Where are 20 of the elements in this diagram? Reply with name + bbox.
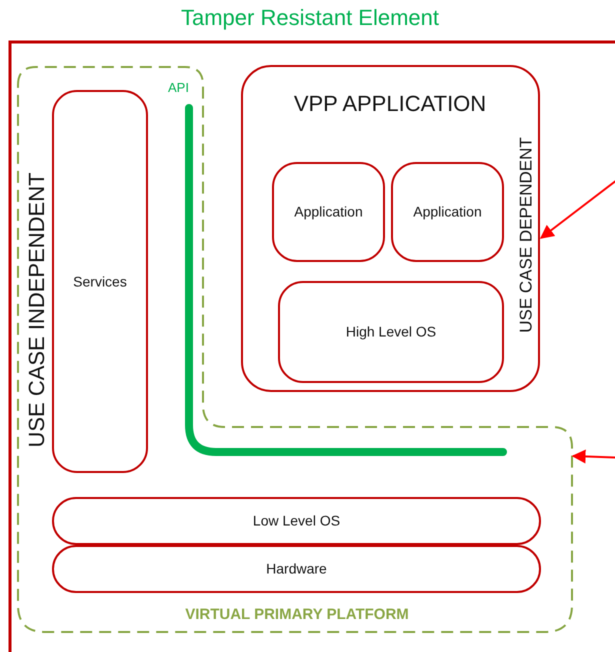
vertical-label: USE CASE INDEPENDENT: [24, 172, 50, 448]
rounded-box: [52, 497, 541, 545]
api-label: API: [168, 81, 189, 96]
box-heading: VPP APPLICATION: [294, 92, 486, 116]
arrow: [572, 449, 615, 464]
box-label: Application: [413, 204, 482, 220]
title: Tamper Resistant Element: [181, 6, 439, 30]
box-label: Application: [294, 204, 363, 220]
rounded-box: [52, 90, 148, 473]
rounded-box: [278, 281, 504, 383]
rounded-box: [52, 545, 541, 593]
rounded-box: [391, 162, 504, 262]
box-label: Low Level OS: [252, 513, 340, 529]
box-label: Services: [73, 274, 127, 290]
rounded-box: [272, 162, 385, 262]
box-label: Hardware: [266, 561, 327, 577]
vertical-label: USE CASE DEPENDENT: [518, 137, 536, 333]
region-label: VIRTUAL PRIMARY PLATFORM: [185, 606, 409, 624]
rounded-box: [241, 65, 540, 392]
box-label: High Level OS: [346, 324, 436, 340]
